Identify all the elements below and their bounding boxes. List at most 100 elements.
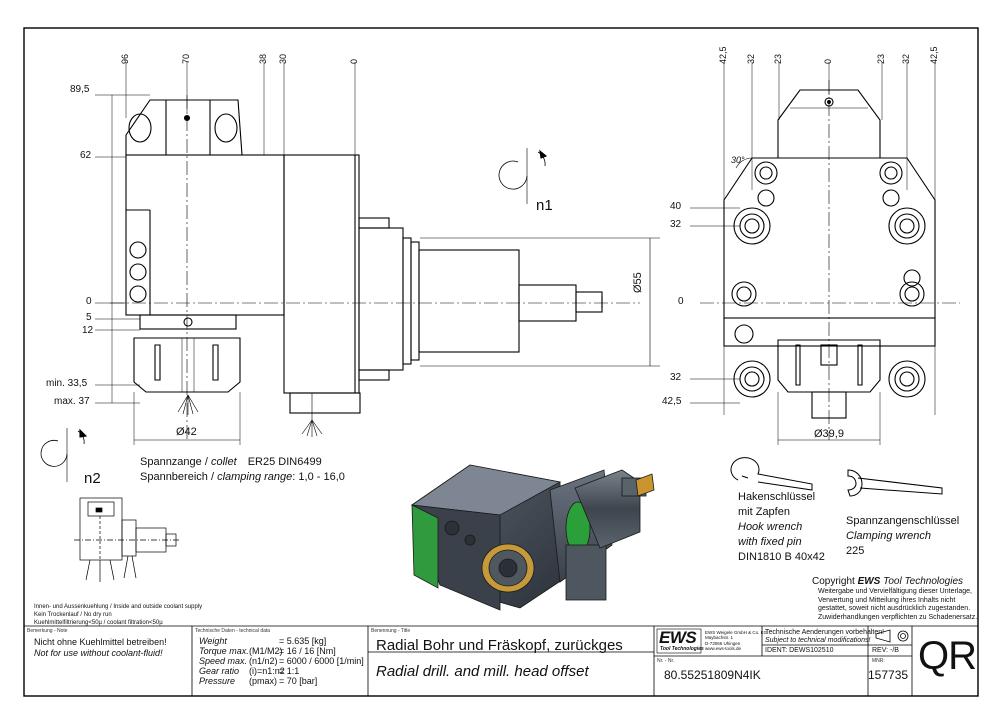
hook-wrench-de-2: mit Zapfen bbox=[738, 506, 790, 518]
tech-sub-torque: (M1/M2) bbox=[249, 646, 283, 656]
side-view bbox=[40, 62, 660, 482]
hook-wrench-text: Hakenschlüssel mit Zapfen Hook wrench wi… bbox=[738, 490, 825, 565]
company-addr-4: www.ews-tools.de bbox=[705, 645, 742, 651]
copyright-line-3: gestattet, soweit nicht ausdrücklich zug… bbox=[818, 605, 971, 612]
copyright-prefix: Copyright bbox=[812, 576, 858, 587]
clamp-wrench-de: Spannzangenschlüssel bbox=[846, 515, 960, 527]
number-label: Nr. - Nr. bbox=[657, 658, 675, 664]
tech-val-torque: = 16 / 16 [Nm] bbox=[279, 646, 336, 656]
dim-angle-30: 30° bbox=[731, 155, 745, 165]
remark-de: Nicht ohne Kuehlmittel betreiben! bbox=[34, 637, 167, 647]
dim-89-5: 89,5 bbox=[70, 84, 90, 95]
dim-top-r-23b: 23 bbox=[876, 53, 886, 64]
ident-field: IDENT: DEWS102510 bbox=[765, 647, 833, 654]
coolant-schematic bbox=[74, 497, 180, 582]
dim-diameter-55: Ø55 bbox=[632, 272, 644, 293]
remark-header: Bemerkung - Note bbox=[27, 628, 68, 634]
rev-value: -/B bbox=[890, 647, 899, 654]
tech-row-pressure: Pressure (pmax)= 70 [bar] bbox=[199, 676, 364, 686]
tech-sub-speed: (n1/n2) bbox=[249, 656, 278, 666]
dim-r-40: 40 bbox=[670, 201, 682, 212]
tech-label-gear: Gear ratio bbox=[199, 666, 240, 676]
label-n2: n2 bbox=[84, 470, 101, 487]
copyright-title: Copyright EWS Tool Technologies bbox=[812, 576, 963, 587]
dim-diameter-39-9: Ø39,9 bbox=[814, 428, 844, 440]
copyright-line-1: Weitergabe und Vervielfältigung dieser U… bbox=[818, 588, 972, 595]
tech-label-speed: Speed max. bbox=[199, 656, 248, 666]
copyright-suffix: Tool Technologies bbox=[880, 576, 964, 587]
clamp-wrench-size: 225 bbox=[846, 545, 865, 557]
coolant-note-2: Kein Trockenlauf / No dry run bbox=[34, 612, 112, 618]
tech-row-weight: Weight= 5.635 [kg] bbox=[199, 636, 364, 646]
dim-top-38: 38 bbox=[258, 53, 268, 64]
company-addr-2: Maybachstr. 1 bbox=[705, 635, 734, 641]
mnr-value: 157735 bbox=[868, 668, 909, 682]
tech-val-gear: = 1:1 bbox=[279, 666, 300, 676]
changes-en: Subject to technical modifications! bbox=[765, 637, 871, 644]
tech-label-pressure: Pressure bbox=[199, 676, 236, 686]
ews-logo: EWS bbox=[659, 628, 697, 647]
ews-logo-box bbox=[656, 628, 702, 654]
hook-wrench-en-1: Hook wrench bbox=[738, 521, 803, 533]
clamp-wrench-sketch bbox=[847, 469, 943, 497]
tech-sub-gear: (i)=n1:n2 bbox=[249, 666, 285, 676]
hook-wrench-en-2: with fixed pin bbox=[738, 536, 802, 548]
dim-top-70: 70 bbox=[181, 53, 191, 64]
tech-row-torque: Torque max.(M1/M2)= 16 / 16 [Nm] bbox=[199, 646, 364, 656]
dim-top-r-32a: 32 bbox=[746, 53, 756, 64]
title-block-grid bbox=[24, 625, 978, 696]
isometric-render bbox=[410, 464, 655, 611]
ews-logo-sub: Tool Technologies bbox=[660, 646, 704, 652]
company-addr-1: EWS Weigele GmbH & Co. KG bbox=[705, 630, 768, 635]
dim-r-0: 0 bbox=[678, 296, 684, 307]
remark-en: Not for use without coolant-fluid! bbox=[34, 648, 163, 658]
coolant-note-1: Innen- und Aussenkuehlung / Inside and o… bbox=[34, 604, 203, 610]
collet-label-en: collet bbox=[210, 456, 237, 468]
hook-wrench-sketch bbox=[730, 457, 813, 491]
dim-top-r-0: 0 bbox=[823, 58, 833, 64]
tech-table: Weight= 5.635 [kg] Torque max.(M1/M2)= 1… bbox=[199, 636, 364, 686]
copyright-notice: Weitergabe und Vervielfältigung dieser U… bbox=[818, 588, 977, 622]
collet-line-2: Spannbereich / clamping range: 1,0 - 16,… bbox=[140, 471, 345, 483]
clamping-range-label-en: clamping range bbox=[217, 471, 293, 483]
hook-wrench-standard: DIN1810 B 40x42 bbox=[738, 551, 825, 563]
front-view bbox=[690, 62, 960, 445]
copyright-line-4: Zuwiderhandlungen verpflichten zu Schade… bbox=[818, 613, 978, 621]
dim-top-0: 0 bbox=[349, 58, 359, 64]
clamp-wrench-en: Clamping wrench bbox=[846, 530, 931, 542]
article-number: 80.55251809N4IK bbox=[664, 668, 761, 682]
title-en: Radial drill. and mill. head offset bbox=[376, 663, 589, 680]
clamp-wrench-text: Spannzangenschlüssel Clamping wrench 225 bbox=[846, 514, 959, 559]
clamping-range-value: : 1,0 - 16,0 bbox=[292, 471, 345, 483]
collet-label-de: Spannzange / bbox=[140, 456, 208, 468]
rev-label: REV: bbox=[872, 647, 889, 654]
copyright-brand: EWS bbox=[857, 576, 881, 587]
dim-top-96: 96 bbox=[120, 53, 130, 64]
dim-r-32b: 32 bbox=[670, 372, 682, 383]
dim-diameter-42: Ø42 bbox=[176, 426, 197, 438]
tech-sub-pressure: (pmax) bbox=[249, 676, 278, 686]
title-de: Radial Bohr und Fräskopf, zurückges bbox=[376, 637, 623, 654]
tech-header: Technische Daten - technical data bbox=[195, 628, 271, 634]
company-addr-3: D-73066 Uhingen bbox=[705, 640, 741, 646]
dim-min-33-5: min. 33,5 bbox=[46, 378, 88, 389]
dim-top-30: 30 bbox=[278, 53, 288, 64]
tech-val-pressure: = 70 [bar] bbox=[279, 676, 318, 686]
dim-12: 12 bbox=[82, 325, 94, 336]
title-header: Benennung - Title bbox=[371, 628, 411, 634]
dim-top-r-32b: 32 bbox=[901, 53, 911, 64]
label-n1: n1 bbox=[536, 197, 553, 214]
dim-62: 62 bbox=[80, 150, 92, 161]
tech-val-weight: = 5.635 [kg] bbox=[279, 636, 327, 646]
dim-5: 5 bbox=[86, 312, 92, 323]
dim-max-37: max. 37 bbox=[54, 396, 90, 407]
company-address: EWS Weigele GmbH & Co. KG Maybachstr. 1 … bbox=[705, 630, 767, 651]
changes-de: Technische Aenderungen vorbehalten! bbox=[765, 629, 885, 636]
collet-standard: ER25 DIN6499 bbox=[247, 456, 322, 468]
mnr-label: MNR: bbox=[872, 658, 885, 664]
ident-label: IDENT: bbox=[765, 647, 788, 654]
dim-r-32: 32 bbox=[670, 219, 682, 230]
dim-0-left: 0 bbox=[86, 296, 92, 307]
tech-row-speed: Speed max.(n1/n2)= 6000 / 6000 [1/min] bbox=[199, 656, 364, 666]
